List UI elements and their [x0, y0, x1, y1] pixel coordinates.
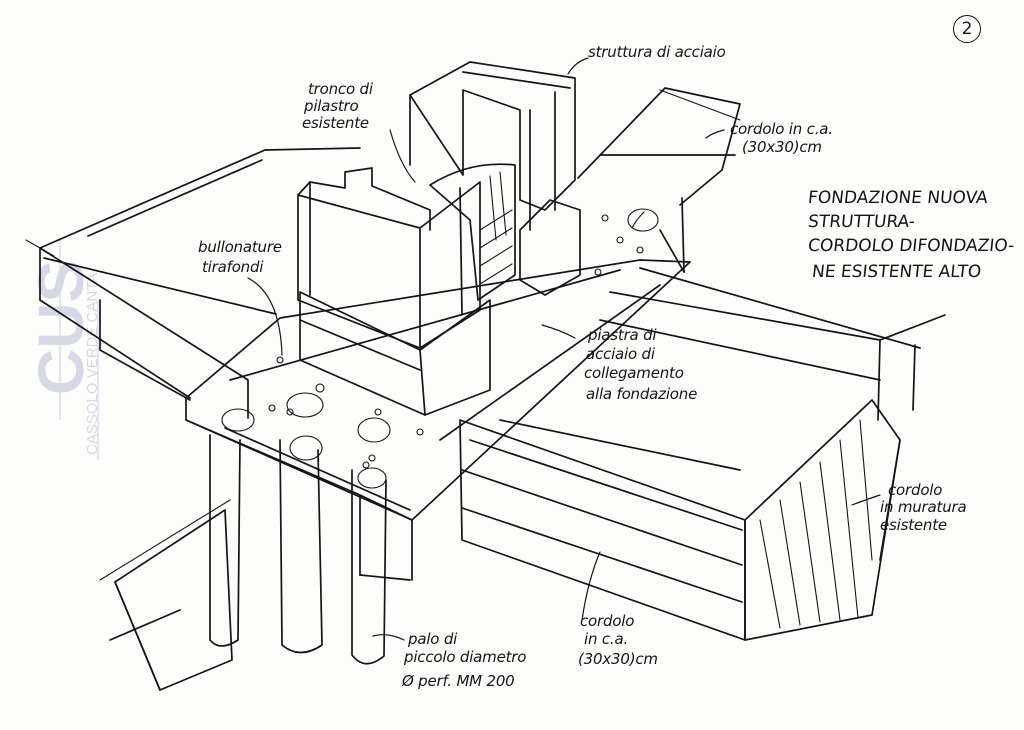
steel-column-rear: [409, 61, 581, 296]
label-palo-line-1: palo di: [408, 630, 458, 648]
label-cordolo-muratura-line-3: esistente: [880, 516, 947, 534]
cordolo-front-left: [99, 499, 233, 691]
label-palo-line-3: Ø perf. MM 200: [402, 672, 515, 690]
column-base: [299, 291, 491, 416]
pillar-stump: [429, 163, 516, 301]
cordolo-muratura-block: [744, 399, 901, 641]
cordolo-front-right: [459, 419, 746, 641]
label-cordolo-muratura-line-1: cordolo: [888, 481, 943, 499]
bolt-holes: [221, 208, 659, 489]
label-piastra-line-3: collegamento: [584, 364, 684, 382]
cordolo-right-arm: [577, 87, 741, 273]
label-palo-line-2: piccolo diametro: [404, 648, 527, 666]
label-piastra-line-2: acciaio di: [586, 345, 655, 363]
micropiles: [209, 434, 387, 665]
label-cordolo-bottom-line-3: (30x30)cm: [578, 650, 658, 668]
label-cordolo-muratura-line-2: in muratura: [880, 498, 967, 516]
plinth-block: [185, 259, 691, 581]
steel-column-front: [297, 167, 481, 349]
label-tronco-line-1: tronco di: [308, 80, 373, 98]
title-line-2: STRUTTURA-: [807, 212, 916, 232]
bleed-through-lines: [59, 240, 99, 460]
label-tronco-line-3: esistente: [302, 114, 369, 132]
label-struttura-acciaio: struttura di acciaio: [588, 43, 726, 61]
leader-lines: [247, 57, 881, 641]
label-cordolo-top-line-2: (30x30)cm: [742, 138, 822, 156]
title-line-4: NE ESISTENTE ALTO: [811, 262, 983, 282]
label-cordolo-bottom-line-2: in c.a.: [584, 630, 629, 648]
label-bullonature-line-2: tirafondi: [202, 258, 264, 276]
title-line-1: FONDAZIONE NUOVA: [807, 188, 989, 208]
title-line-3: CORDOLO DIFONDAZIO-: [807, 236, 1016, 256]
label-tronco-line-2: pilastro: [304, 97, 359, 115]
label-piastra-line-4: alla fondazione: [586, 385, 698, 403]
label-cordolo-top-line-1: cordolo in c.a.: [730, 120, 833, 138]
page-number: 2: [953, 15, 981, 43]
label-bullonature-line-1: bullonature: [198, 238, 282, 256]
cordolo-left-arm: [25, 147, 361, 419]
label-cordolo-bottom-line-1: cordolo: [580, 612, 635, 630]
label-piastra-line-1: piastra di: [588, 326, 657, 344]
